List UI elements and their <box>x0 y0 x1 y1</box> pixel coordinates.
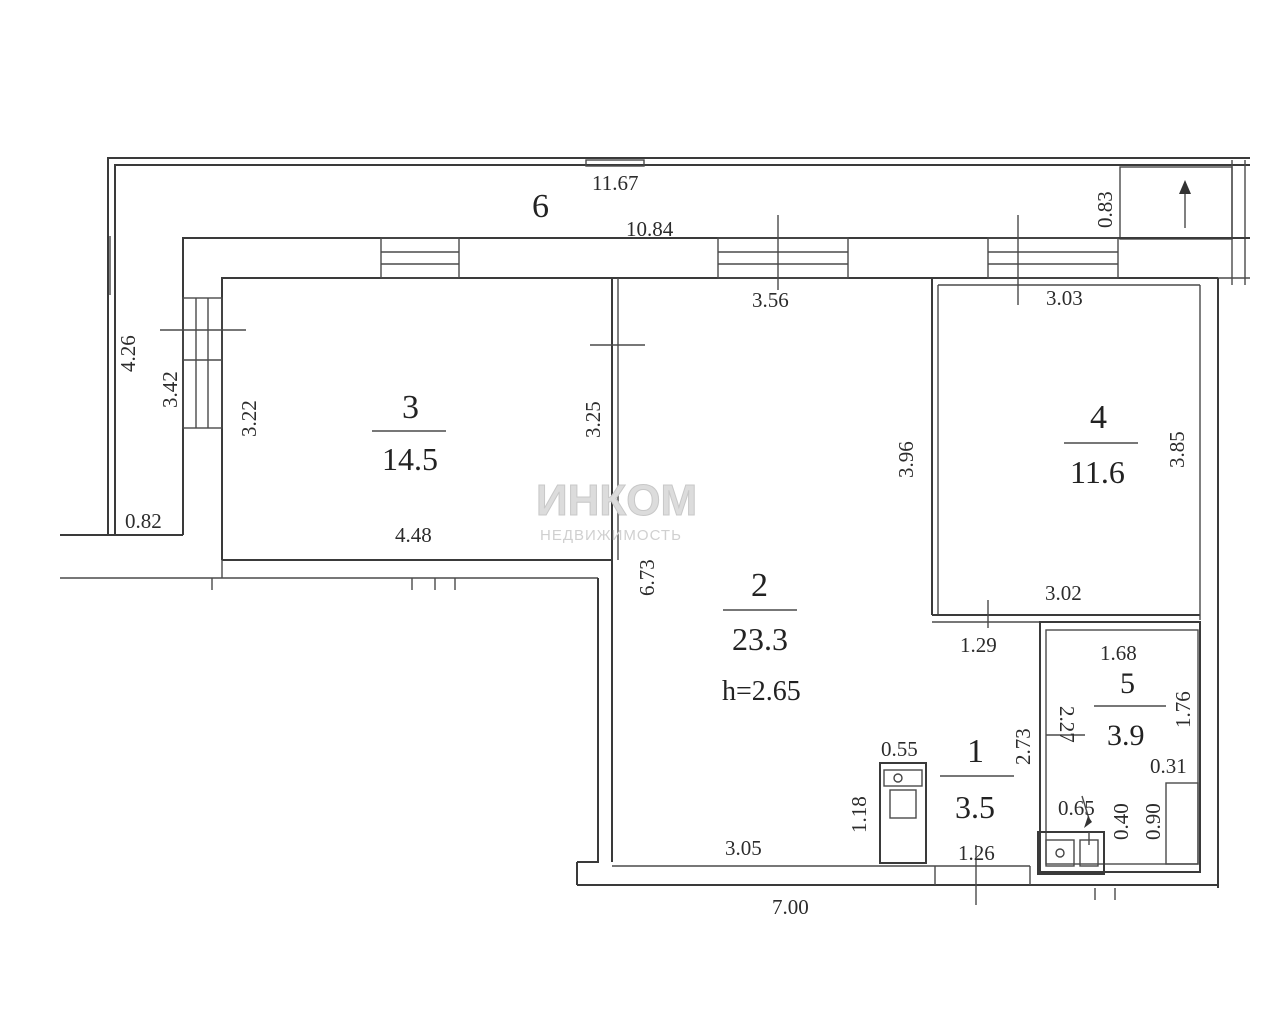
dim-room4-bottom: 3.02 <box>1045 581 1082 605</box>
window-balcony-left <box>160 297 246 429</box>
window-room4 <box>987 215 1119 305</box>
dim-stove-width: 0.55 <box>881 737 918 761</box>
room-5-area: 3.9 <box>1107 719 1145 752</box>
window-room2 <box>717 215 849 290</box>
dim-room5-right: 1.76 <box>1171 691 1195 728</box>
dim-room4-left: 3.96 <box>894 441 918 478</box>
dim-room2-height: 6.73 <box>635 559 659 596</box>
dim-room2-bottom: 3.05 <box>725 836 762 860</box>
dim-room3-right: 3.25 <box>581 401 605 438</box>
exterior-wall <box>160 215 1250 888</box>
dim-balcony-bottom: 0.82 <box>125 509 162 533</box>
dim-room3-left: 3.22 <box>237 400 261 437</box>
dim-room4-top: 3.03 <box>1046 286 1083 310</box>
room-3-number: 3 <box>402 389 419 426</box>
dim-corridor-door: 1.29 <box>960 633 997 657</box>
dim-room1-depth: 1.18 <box>847 796 871 833</box>
room-labels: 6 3 14.5 4 11.6 2 23.3 h=2.65 1 3.5 5 3.… <box>372 188 1166 825</box>
room-1-number: 1 <box>967 733 984 770</box>
dim-room1-side: 2.73 <box>1011 728 1035 765</box>
dim-total-bottom: 7.00 <box>772 895 809 919</box>
dim-sink-depth: 0.40 <box>1109 803 1133 840</box>
dim-balcony-outer: 11.67 <box>592 171 638 195</box>
room-2-number: 2 <box>751 567 768 604</box>
room-5-number: 5 <box>1120 667 1135 700</box>
dim-cabinet-depth: 0.90 <box>1141 803 1165 840</box>
window-room3 <box>380 237 460 279</box>
watermark-tagline: НЕДВИЖИМОСТЬ <box>540 527 682 544</box>
room-4-number: 4 <box>1090 399 1107 436</box>
dim-balcony-inner: 10.84 <box>626 217 674 241</box>
dim-room3-width: 4.48 <box>395 523 432 547</box>
dim-room5-top: 1.68 <box>1100 641 1137 665</box>
dim-balcony-left-inner: 3.42 <box>158 371 182 408</box>
dim-room4-right: 3.85 <box>1165 431 1189 468</box>
room-3-area: 14.5 <box>382 441 438 477</box>
watermark-logo: ИНКОМ НЕДВИЖИМОСТЬ <box>536 476 698 545</box>
dim-room5-left: 2.27 <box>1055 706 1079 743</box>
room-6-number: 6 <box>532 188 549 225</box>
room-2-height: h=2.65 <box>722 676 801 707</box>
room-2-area: 23.3 <box>732 621 788 657</box>
dim-sink-width: 0.65 <box>1058 796 1095 820</box>
room-2 <box>576 560 1218 886</box>
dim-room2-top: 3.56 <box>752 288 789 312</box>
balcony <box>60 157 1250 536</box>
dim-balcony-left-outer: 4.26 <box>116 335 140 372</box>
room-3 <box>60 278 645 590</box>
room-4-area: 11.6 <box>1070 454 1125 490</box>
room-5 <box>1037 621 1201 875</box>
dim-balcony-depth: 0.83 <box>1093 191 1117 228</box>
room-1 <box>879 762 1116 905</box>
room-1-area: 3.5 <box>955 789 995 825</box>
watermark-brand: ИНКОМ <box>536 476 697 525</box>
dimension-labels: 11.67 10.84 0.83 4.26 3.42 0.82 3.22 3.2… <box>116 171 1195 919</box>
dim-room1-width: 1.26 <box>958 841 995 865</box>
dim-cabinet-width: 0.31 <box>1150 754 1187 778</box>
room-4 <box>931 278 1201 628</box>
